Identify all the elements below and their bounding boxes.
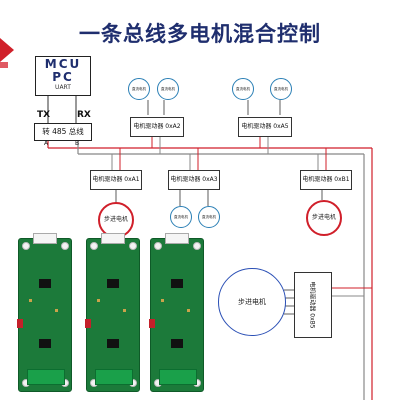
stepper-motor: 步进电机 [98, 202, 134, 238]
dc-motor: 直流电机 [157, 78, 179, 100]
driver-0xB5: 电机驱动器 0xB5 [294, 272, 332, 338]
driver-board-photo [85, 233, 140, 392]
driver-board-photo [17, 233, 72, 392]
page-title: 一条总线多电机混合控制 [79, 22, 321, 46]
driver-0xA3: 电机驱动器 0xA3 [168, 170, 220, 190]
driver-0xA5: 电机驱动器 0xA5 [238, 117, 292, 137]
tx-label: TX [37, 110, 51, 120]
mcu-label: MCU [44, 57, 82, 71]
rs485-converter-box: 转 485 总线 [34, 123, 92, 141]
dc-motor: 直流电机 [232, 78, 254, 100]
pin-a-label: A [44, 140, 49, 147]
pin-b-label: B [75, 140, 80, 147]
corner-decoration [0, 38, 14, 62]
dc-motor: 直流电机 [128, 78, 150, 100]
dc-motor: 直流电机 [170, 206, 192, 228]
pc-label: PC [52, 70, 74, 84]
driver-0xA1: 电机驱动器 0xA1 [90, 170, 142, 190]
dc-motor: 直流电机 [270, 78, 292, 100]
uart-label: UART [55, 84, 71, 91]
rx-label: RX [77, 110, 91, 120]
mcu-pc-box: MCU PC UART [35, 56, 91, 96]
driver-0xB5-label: 电机驱动器 0xB5 [308, 281, 316, 329]
stepper-motor: 步进电机 [306, 200, 342, 236]
driver-0xA2: 电机驱动器 0xA2 [130, 117, 184, 137]
corner-decoration-accent [0, 62, 8, 68]
driver-0xB1: 电机驱动器 0xB1 [300, 170, 352, 190]
dc-motor: 直流电机 [198, 206, 220, 228]
driver-board-photo [149, 233, 204, 392]
stepper-motor-large: 步进电机 [218, 268, 286, 336]
